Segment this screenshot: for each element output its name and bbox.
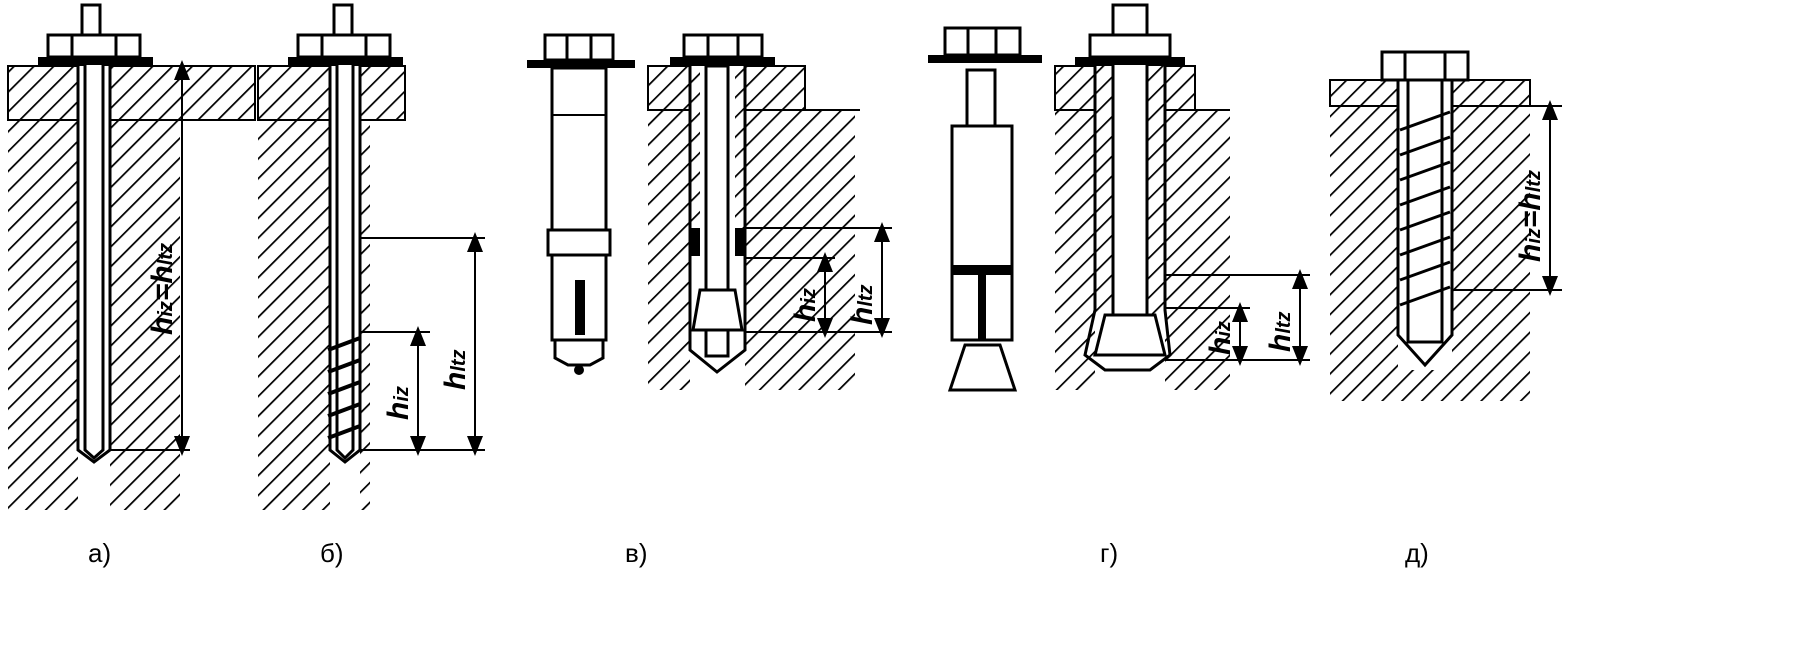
dimension-label-hltz: hltz [439, 349, 472, 390]
dimension-label: hiz=hltz [146, 243, 179, 335]
anchor-rod [335, 40, 355, 461]
anchor-rod [83, 40, 105, 461]
nut [46, 33, 142, 59]
caption: б) [320, 538, 344, 568]
concrete-right [110, 120, 180, 510]
figure-a: hiz=hltz а) [7, 3, 256, 568]
figure-v: hiz hltz в) [527, 33, 892, 568]
figure-b: hiz hltz б) [257, 3, 485, 568]
svg-text:hltz: hltz [1264, 311, 1297, 352]
undercut-anchor-loose [928, 26, 1042, 392]
svg-text:hltz: hltz [846, 284, 879, 325]
washer [38, 57, 153, 65]
svg-text:hiz: hiz [789, 288, 822, 322]
caption: д) [1405, 538, 1429, 568]
sleeve-anchor-loose [527, 33, 635, 375]
dimension-label-hiz: hiz [382, 386, 415, 420]
adhesive-thread [327, 336, 361, 440]
caption: а) [88, 538, 111, 568]
caption: г) [1100, 538, 1118, 568]
concrete-left [8, 120, 78, 510]
screw-anchor [1406, 78, 1444, 344]
svg-text:hiz: hiz [1204, 321, 1237, 355]
base-plate [7, 65, 256, 121]
figure-g: hiz hltz г) [928, 3, 1310, 568]
figure-d: hiz=hltz д) [1329, 50, 1562, 568]
svg-text:hiz=hltz: hiz=hltz [1514, 170, 1547, 262]
caption: в) [625, 538, 647, 568]
